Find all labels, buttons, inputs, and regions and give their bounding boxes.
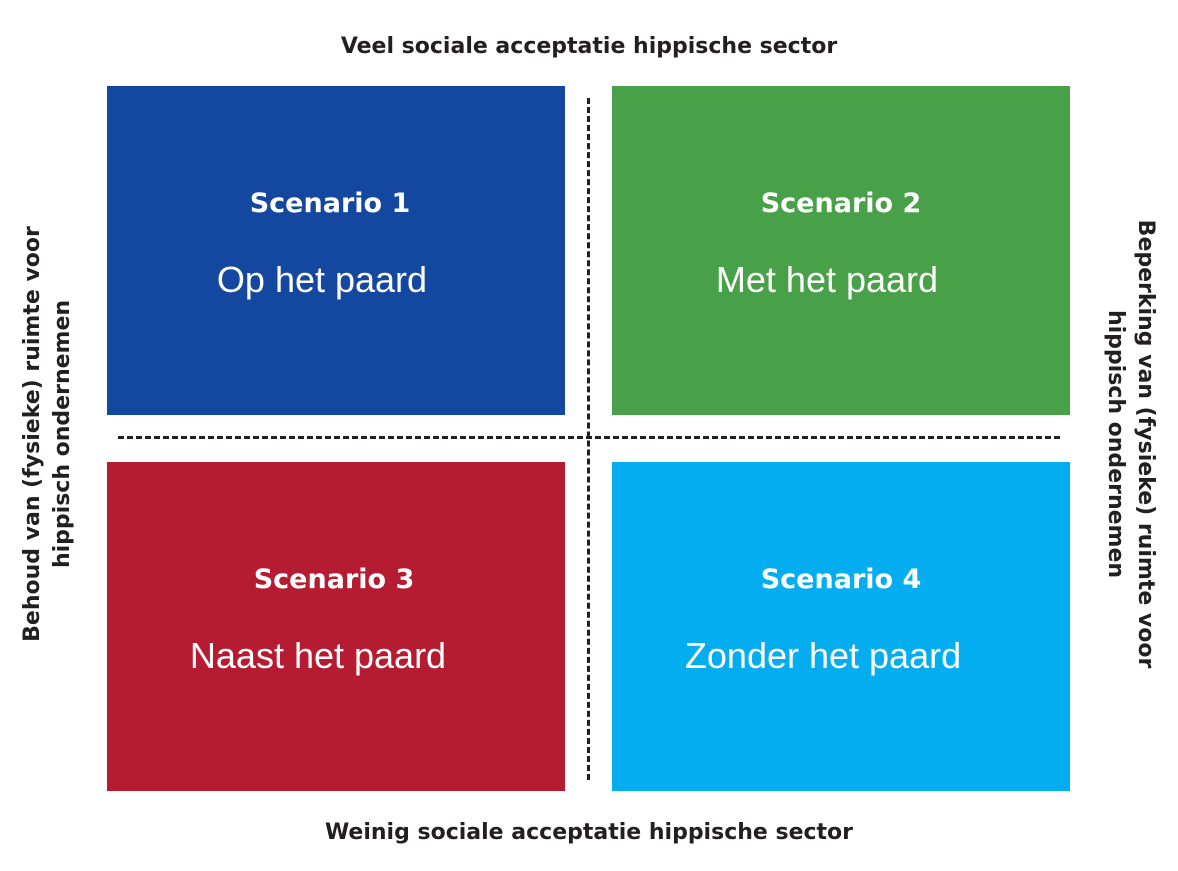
scenario-4-title: Scenario 4 (760, 564, 922, 595)
horizontal-divider (118, 436, 1060, 439)
axis-label-bottom: Weinig sociale acceptatie hippische sect… (324, 820, 854, 845)
scenario-2-box: Scenario 2 Met het paard (612, 86, 1070, 415)
scenario-1-title: Scenario 1 (249, 188, 411, 219)
scenario-3-name: Naast het paard (189, 635, 447, 676)
scenario-1-box: Scenario 1 Op het paard (107, 86, 565, 415)
axis-label-top: Veel sociale acceptatie hippische sector (340, 34, 838, 59)
axis-label-left: Behoud van (fysieke) ruimte voor hippisc… (20, 226, 75, 642)
scenario-4-box: Scenario 4 Zonder het paard (612, 462, 1070, 791)
scenario-3-box: Scenario 3 Naast het paard (107, 462, 565, 791)
vertical-divider (587, 98, 590, 780)
scenario-2-name: Met het paard (715, 259, 939, 300)
scenario-1-name: Op het paard (216, 259, 428, 300)
axis-label-right: Beperking van (fysieke) ruimte voor hipp… (1103, 219, 1158, 669)
scenario-4-name: Zonder het paard (684, 635, 962, 676)
scenario-2-title: Scenario 2 (760, 188, 922, 219)
scenario-3-title: Scenario 3 (253, 564, 415, 595)
